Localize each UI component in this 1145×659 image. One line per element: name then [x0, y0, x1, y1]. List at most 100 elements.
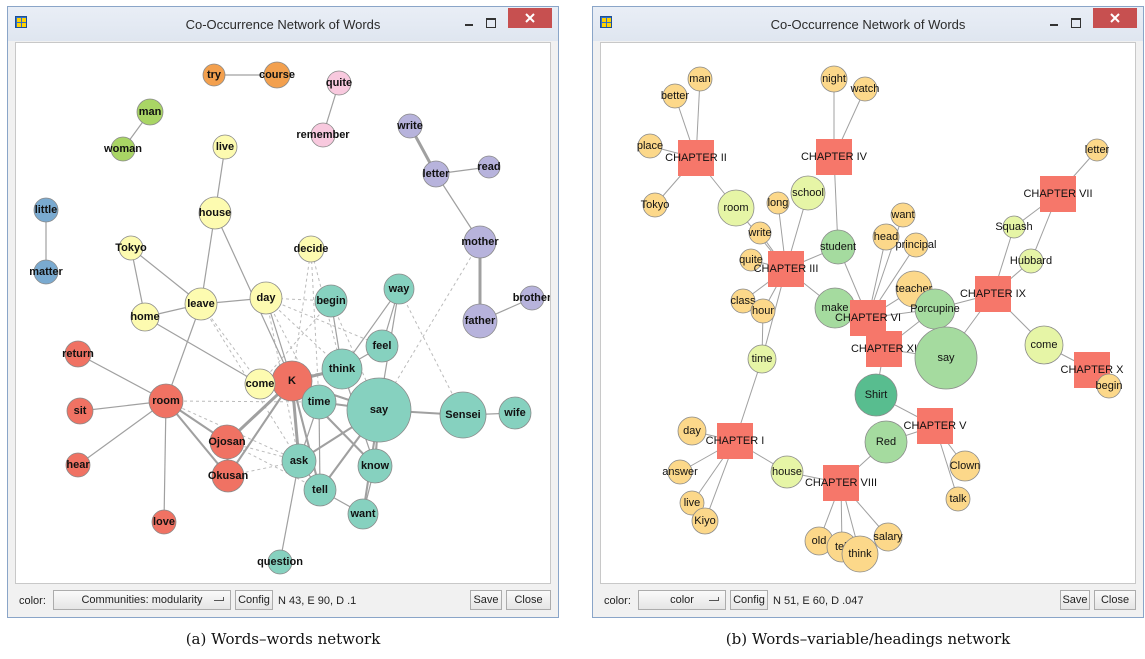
node-circle[interactable] — [202, 63, 226, 87]
node-circle[interactable] — [148, 383, 184, 419]
node-porcupine[interactable]: Porcupine — [910, 288, 960, 330]
node-squash[interactable]: Squash — [995, 215, 1033, 239]
node-circle[interactable] — [357, 448, 393, 484]
node-quite[interactable]: quite — [739, 248, 763, 272]
node-circle[interactable] — [310, 122, 336, 148]
node-love[interactable]: love — [151, 509, 177, 535]
node-man[interactable]: man — [136, 98, 164, 126]
node-house[interactable]: house — [770, 455, 804, 489]
node-time[interactable]: time — [747, 344, 777, 374]
node-class[interactable]: class — [730, 288, 756, 314]
node-circle[interactable] — [519, 285, 545, 311]
node-student[interactable]: student — [820, 229, 856, 265]
node-circle[interactable] — [750, 298, 776, 324]
save-button[interactable]: Save — [470, 590, 502, 610]
node-square[interactable] — [816, 139, 852, 175]
node-square[interactable] — [717, 423, 753, 459]
node-circle[interactable] — [397, 113, 423, 139]
node-circle[interactable] — [244, 368, 276, 400]
node-sit[interactable]: sit — [66, 397, 94, 425]
node-circle[interactable] — [854, 373, 898, 417]
node-chapter-ix[interactable]: CHAPTER IX — [960, 276, 1027, 312]
node-circle[interactable] — [136, 98, 164, 126]
node-begin[interactable]: begin — [314, 284, 348, 318]
node-begin[interactable]: begin — [1096, 373, 1123, 399]
node-salary[interactable]: salary — [873, 522, 903, 552]
node-circle[interactable] — [637, 133, 663, 159]
node-mother[interactable]: mother — [461, 225, 499, 259]
close-icon[interactable] — [508, 8, 552, 28]
node-circle[interactable] — [64, 340, 92, 368]
node-hour[interactable]: hour — [750, 298, 776, 324]
node-circle[interactable] — [477, 155, 501, 179]
node-circle[interactable] — [326, 70, 352, 96]
save-button[interactable]: Save — [1060, 590, 1090, 610]
node-think[interactable]: think — [841, 535, 879, 573]
node-chapter-iii[interactable]: CHAPTER III — [754, 251, 819, 287]
node-letter[interactable]: letter — [423, 160, 451, 188]
node-house[interactable]: house — [198, 196, 232, 230]
node-day[interactable]: day — [677, 416, 707, 446]
node-feel[interactable]: feel — [365, 329, 399, 363]
node-circle[interactable] — [914, 326, 978, 390]
node-circle[interactable] — [949, 450, 981, 482]
node-circle[interactable] — [249, 281, 283, 315]
node-ojosan[interactable]: Ojosan — [208, 424, 246, 460]
node-tokyo[interactable]: Tokyo — [641, 192, 670, 218]
maximize-icon[interactable] — [1069, 16, 1083, 30]
node-place[interactable]: place — [637, 133, 663, 159]
node-tokyo[interactable]: Tokyo — [115, 235, 147, 261]
config-button[interactable]: Config — [235, 590, 273, 610]
node-circle[interactable] — [717, 189, 755, 227]
node-better[interactable]: better — [661, 83, 689, 109]
node-school[interactable]: school — [790, 175, 826, 211]
node-circle[interactable] — [691, 507, 719, 535]
node-room[interactable]: room — [148, 383, 184, 419]
node-circle[interactable] — [677, 416, 707, 446]
node-matter[interactable]: matter — [29, 259, 64, 285]
minimize-icon[interactable] — [462, 16, 476, 30]
node-talk[interactable]: talk — [945, 486, 971, 512]
node-circle[interactable] — [118, 235, 144, 261]
node-circle[interactable] — [110, 136, 136, 162]
node-circle[interactable] — [297, 235, 325, 263]
node-circle[interactable] — [151, 509, 177, 535]
node-circle[interactable] — [873, 522, 903, 552]
node-circle[interactable] — [463, 225, 497, 259]
node-circle[interactable] — [872, 223, 900, 251]
minimize-icon[interactable] — [1047, 16, 1061, 30]
node-want[interactable]: want — [890, 202, 916, 228]
node-circle[interactable] — [281, 443, 317, 479]
close-button[interactable]: Close — [506, 590, 551, 610]
maximize-icon[interactable] — [484, 16, 498, 30]
node-circle[interactable] — [770, 455, 804, 489]
close-button[interactable]: Close — [1094, 590, 1136, 610]
node-hear[interactable]: hear — [65, 452, 91, 478]
node-circle[interactable] — [198, 196, 232, 230]
node-watch[interactable]: watch — [850, 76, 880, 102]
node-okusan[interactable]: Okusan — [208, 459, 249, 493]
node-circle[interactable] — [65, 452, 91, 478]
node-circle[interactable] — [301, 384, 337, 420]
node-square[interactable] — [975, 276, 1011, 312]
node-day[interactable]: day — [249, 281, 283, 315]
node-circle[interactable] — [365, 329, 399, 363]
node-chapter-v[interactable]: CHAPTER V — [904, 408, 968, 444]
node-return[interactable]: return — [62, 340, 94, 368]
node-old[interactable]: old — [804, 526, 834, 556]
node-chapter-xi[interactable]: CHAPTER XI — [851, 331, 917, 367]
node-decide[interactable]: decide — [294, 235, 329, 263]
node-woman[interactable]: woman — [103, 136, 142, 162]
node-leave[interactable]: leave — [184, 287, 218, 321]
node-wife[interactable]: wife — [498, 396, 532, 430]
node-circle[interactable] — [852, 76, 878, 102]
color-select[interactable]: Communities: modularity — [53, 590, 231, 610]
node-circle[interactable] — [263, 61, 291, 89]
node-write[interactable]: write — [396, 113, 423, 139]
node-way[interactable]: way — [383, 273, 415, 305]
node-question[interactable]: question — [257, 549, 303, 575]
node-home[interactable]: home — [130, 302, 160, 332]
node-circle[interactable] — [679, 490, 705, 516]
